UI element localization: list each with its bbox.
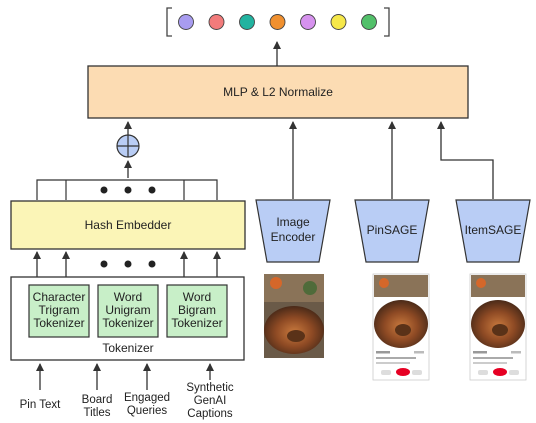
embedding-dot (208, 14, 225, 30)
embedding-dot (300, 14, 316, 30)
mlp-label: MLP & L2 Normalize (223, 85, 333, 99)
pin-image-card-pinsage (372, 273, 430, 381)
pin-image-plain (264, 274, 324, 358)
text-input-arrows (36, 363, 214, 390)
embedding-dot (178, 14, 194, 30)
tokenizer-ellipsis (100, 260, 156, 268)
encoder-label: PinSAGE (367, 223, 418, 237)
output-embedding (166, 7, 390, 37)
embedding-dot (269, 14, 286, 30)
sum-node (116, 134, 140, 158)
embedder-output-lines (36, 179, 218, 200)
hash-embedder: Hash Embedder (10, 200, 246, 250)
encoder: PinSAGE (354, 199, 430, 263)
mlp-box (87, 65, 469, 119)
embedding-dot (239, 14, 255, 30)
hash-embedder-label: Hash Embedder (85, 218, 172, 232)
right-bracket (384, 7, 390, 37)
hash-embedder-box (10, 200, 246, 250)
encoder: ItemSAGE (455, 199, 531, 263)
tokenizer-to-embedder-arrows (33, 251, 221, 277)
embedding-dot (330, 14, 347, 30)
encoder-label: ItemSAGE (465, 223, 522, 237)
embedder-ellipsis-top (100, 186, 156, 194)
embedding-dot (361, 14, 377, 30)
left-bracket (166, 7, 172, 37)
mlp-block: MLP & L2 Normalize (87, 65, 469, 119)
text-input-label: Pin Text (20, 399, 62, 411)
pin-image-card-itemsage (469, 273, 527, 381)
encoder-arrows (289, 121, 494, 199)
tokenizer-label: Tokenizer (102, 341, 153, 355)
